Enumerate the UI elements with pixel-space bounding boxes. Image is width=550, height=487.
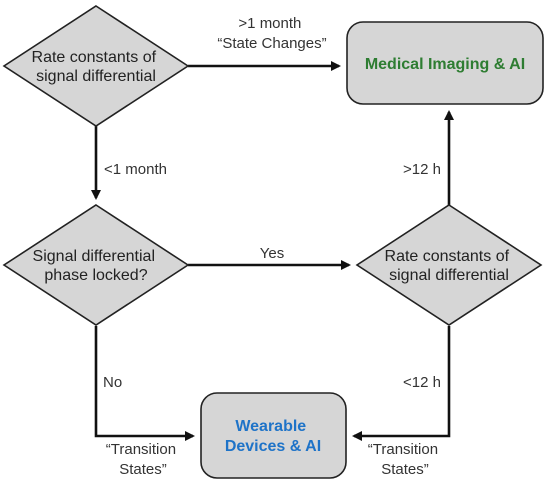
svg-text:Rate constants of signal d: Rate constants of signal differential bbox=[32, 49, 161, 85]
decision-right-line1: Rate constants of bbox=[385, 248, 510, 265]
label-state-changes: “State Changes” bbox=[217, 35, 326, 52]
label-transition-left-1: “Transition bbox=[106, 441, 176, 458]
decision-mid-shape bbox=[2, 204, 190, 326]
decision-right-line2: signal differential bbox=[389, 267, 509, 284]
label-12h-gt: >12 h bbox=[403, 161, 441, 178]
label-transition-right-2: States” bbox=[381, 461, 429, 478]
decision-right-shape bbox=[355, 204, 543, 326]
box-medical-imaging-label: Medical Imaging & AI bbox=[365, 56, 525, 73]
box-wearable-line1: Wearable bbox=[235, 418, 306, 435]
svg-text:“Transition States”: “Transition States” bbox=[368, 441, 442, 478]
svg-text:“Transition States”: “Transition States” bbox=[106, 441, 180, 478]
label-yes: Yes bbox=[260, 245, 284, 262]
label-transition-left-2: States” bbox=[119, 461, 167, 478]
decision-top-line1: Rate constants of bbox=[32, 49, 157, 66]
svg-text:Signal differential phase: Signal differential phase locked? bbox=[33, 248, 160, 284]
label-no: No bbox=[103, 374, 122, 391]
decision-mid-line1: Signal differential bbox=[33, 248, 155, 265]
decision-top-line2: signal differential bbox=[36, 68, 156, 85]
decision-top-shape bbox=[2, 5, 190, 127]
edge-right-to-wearable bbox=[352, 326, 451, 441]
label-month-lt: <1 month bbox=[104, 161, 167, 178]
decision-mid-line2: phase locked? bbox=[44, 267, 147, 284]
box-medical-imaging bbox=[346, 21, 544, 105]
label-transition-right-1: “Transition bbox=[368, 441, 438, 458]
svg-text:Rate constants of signal d: Rate constants of signal differential bbox=[385, 248, 514, 284]
label-month-gt: >1 month bbox=[238, 15, 301, 32]
box-wearable-devices bbox=[200, 392, 347, 479]
svg-text:Wearable Devices & AI: Wearable Devices & AI bbox=[225, 418, 321, 455]
box-wearable-line2: Devices & AI bbox=[225, 438, 321, 455]
label-12h-lt: <12 h bbox=[403, 374, 441, 391]
edge-mid-to-wearable bbox=[94, 326, 195, 441]
svg-text:>1 month “State Changes”: >1 month “State Changes” bbox=[217, 15, 326, 52]
